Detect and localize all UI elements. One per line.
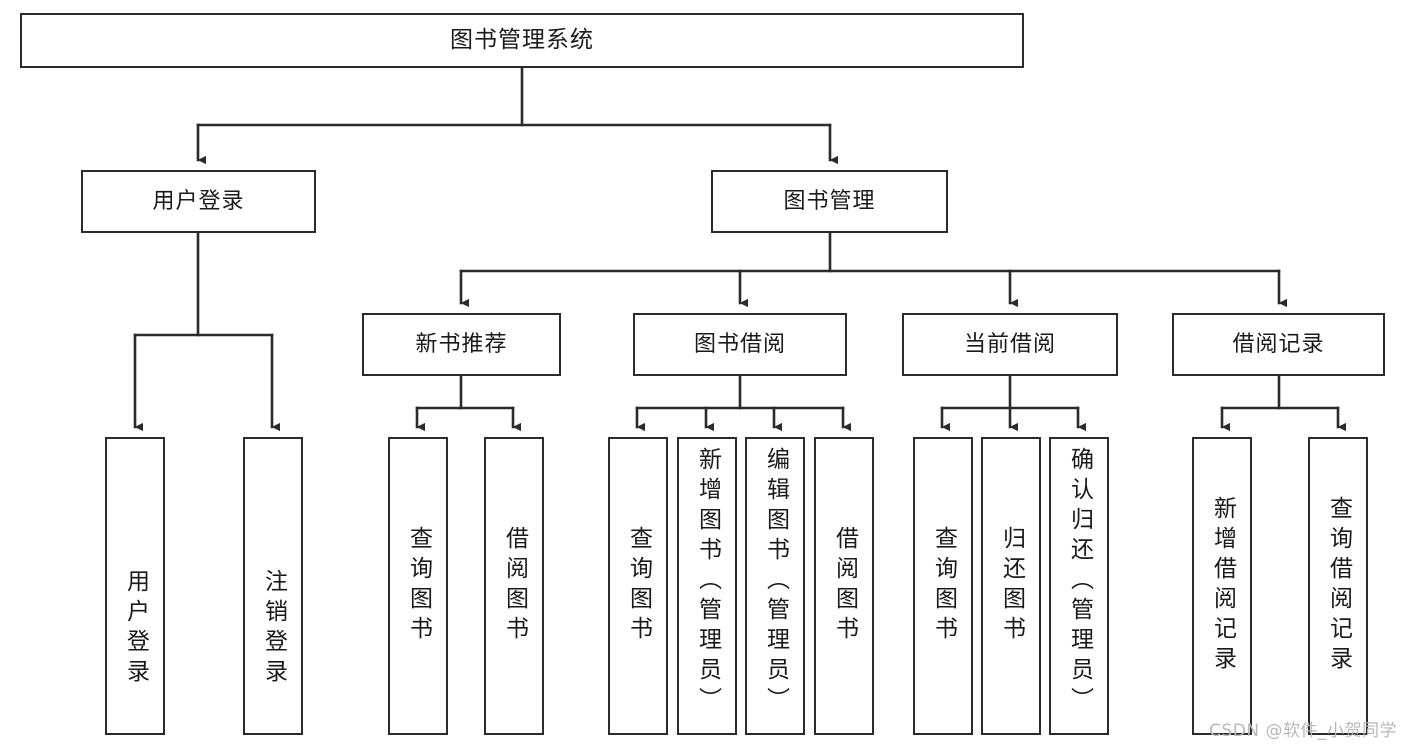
node-borrow-record[interactable]: 借阅记录 [1172, 313, 1385, 376]
node-label: 查询图书 [405, 526, 432, 646]
leaf-current-borrow-confirm-return-admin[interactable]: 确认归还（管理员） [1049, 437, 1109, 735]
node-root-book-management-system[interactable]: 图书管理系统 [20, 13, 1024, 68]
node-label: 新增借阅记录 [1209, 496, 1236, 676]
leaf-book-borrow-edit-book-admin[interactable]: 编辑图书（管理员） [745, 437, 805, 735]
node-label: 图书借阅 [693, 331, 786, 357]
node-label: 编辑图书（管理员） [762, 447, 789, 717]
leaf-new-book-borrow-book[interactable]: 借阅图书 [484, 437, 544, 735]
node-label: 查询借阅记录 [1325, 496, 1352, 676]
node-label: 查询图书 [625, 526, 652, 646]
node-label: 注销登录 [260, 569, 287, 689]
leaf-user-login-login[interactable]: 用户登录 [105, 437, 165, 735]
node-book-borrow[interactable]: 图书借阅 [633, 313, 847, 376]
node-label: 归还图书 [998, 526, 1025, 646]
node-label: 用户登录 [152, 188, 245, 214]
node-label: 图书管理系统 [450, 26, 594, 53]
node-label: 新书推荐 [415, 331, 508, 357]
node-label: 借阅图书 [501, 526, 528, 646]
leaf-book-borrow-query-book[interactable]: 查询图书 [608, 437, 668, 735]
node-user-login[interactable]: 用户登录 [81, 170, 316, 233]
leaf-current-borrow-query-book[interactable]: 查询图书 [913, 437, 973, 735]
leaf-new-book-query-book[interactable]: 查询图书 [388, 437, 448, 735]
node-label: 借阅图书 [831, 526, 858, 646]
node-new-book-recommend[interactable]: 新书推荐 [362, 313, 561, 376]
node-current-borrow[interactable]: 当前借阅 [902, 313, 1118, 376]
node-label: 查询图书 [930, 526, 957, 646]
node-label: 图书管理 [783, 188, 876, 214]
leaf-user-login-logout[interactable]: 注销登录 [243, 437, 303, 735]
node-label: 当前借阅 [963, 331, 1056, 357]
leaf-borrow-record-query-record[interactable]: 查询借阅记录 [1308, 437, 1368, 735]
node-label: 确认归还（管理员） [1066, 447, 1093, 717]
node-label: 用户登录 [122, 569, 149, 689]
leaf-borrow-record-add-record[interactable]: 新增借阅记录 [1192, 437, 1252, 735]
leaf-book-borrow-add-book-admin[interactable]: 新增图书（管理员） [677, 437, 737, 735]
node-label: 新增图书（管理员） [694, 447, 721, 717]
leaf-current-borrow-return-book[interactable]: 归还图书 [981, 437, 1041, 735]
leaf-book-borrow-borrow-book[interactable]: 借阅图书 [814, 437, 874, 735]
node-book-management[interactable]: 图书管理 [711, 170, 948, 233]
node-label: 借阅记录 [1232, 331, 1325, 357]
